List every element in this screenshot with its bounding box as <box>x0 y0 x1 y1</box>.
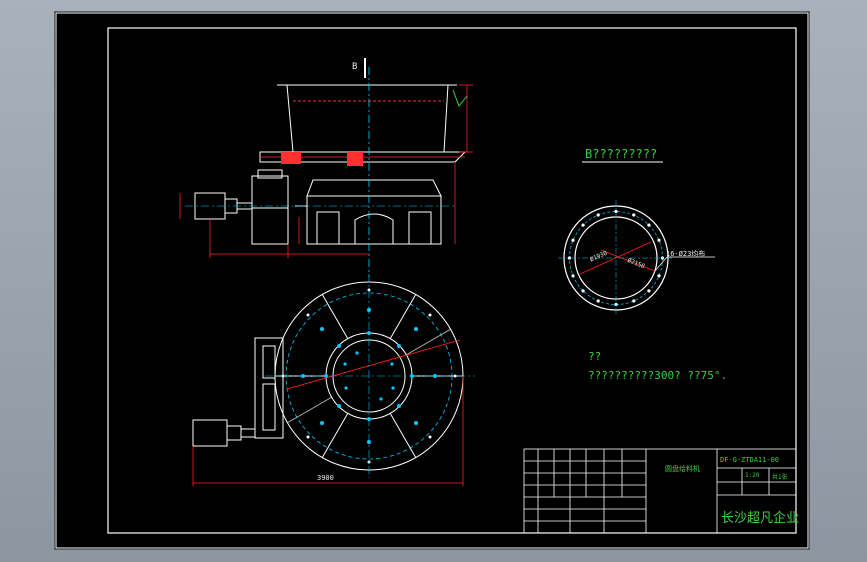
hopper-outline <box>286 84 449 153</box>
title-block-grid <box>523 448 797 534</box>
section-b-view <box>558 161 715 316</box>
inner-frame <box>107 27 797 534</box>
hole-note-label: 16-Ø23均布 <box>666 250 706 258</box>
plan-reducer <box>254 337 284 439</box>
drawing-sheet[interactable]: B B????????? 16-Ø23均布 Ø1930 Ø2150 3900 ?… <box>55 12 809 549</box>
notes-line-1: ??????????300? ??75°. <box>588 369 728 382</box>
view-marker-label: B <box>352 62 358 72</box>
plan-motor <box>192 419 228 447</box>
reducer <box>251 175 289 245</box>
title-block-scale: 1:20 <box>745 472 760 479</box>
base-frame <box>306 195 442 245</box>
drawing-canvas[interactable] <box>55 12 809 549</box>
title-block-company: 长沙超凡企业 <box>721 511 800 526</box>
plan-width-dim-label: 3900 <box>317 474 334 482</box>
title-block-drawing-number: DF-G-ZTDA11-00 <box>720 456 780 464</box>
plan-view <box>192 274 475 486</box>
section-b-title: B????????? <box>585 147 658 161</box>
notes-heading: ?? <box>588 350 602 363</box>
disc-hatch <box>281 152 301 164</box>
outer-frame <box>55 12 809 549</box>
elevation-view <box>179 58 473 277</box>
title-block-sheet: 共1张 <box>772 474 788 481</box>
drive-housing <box>306 179 442 197</box>
title-block-part-name: 圆盘给料机 <box>665 465 700 473</box>
